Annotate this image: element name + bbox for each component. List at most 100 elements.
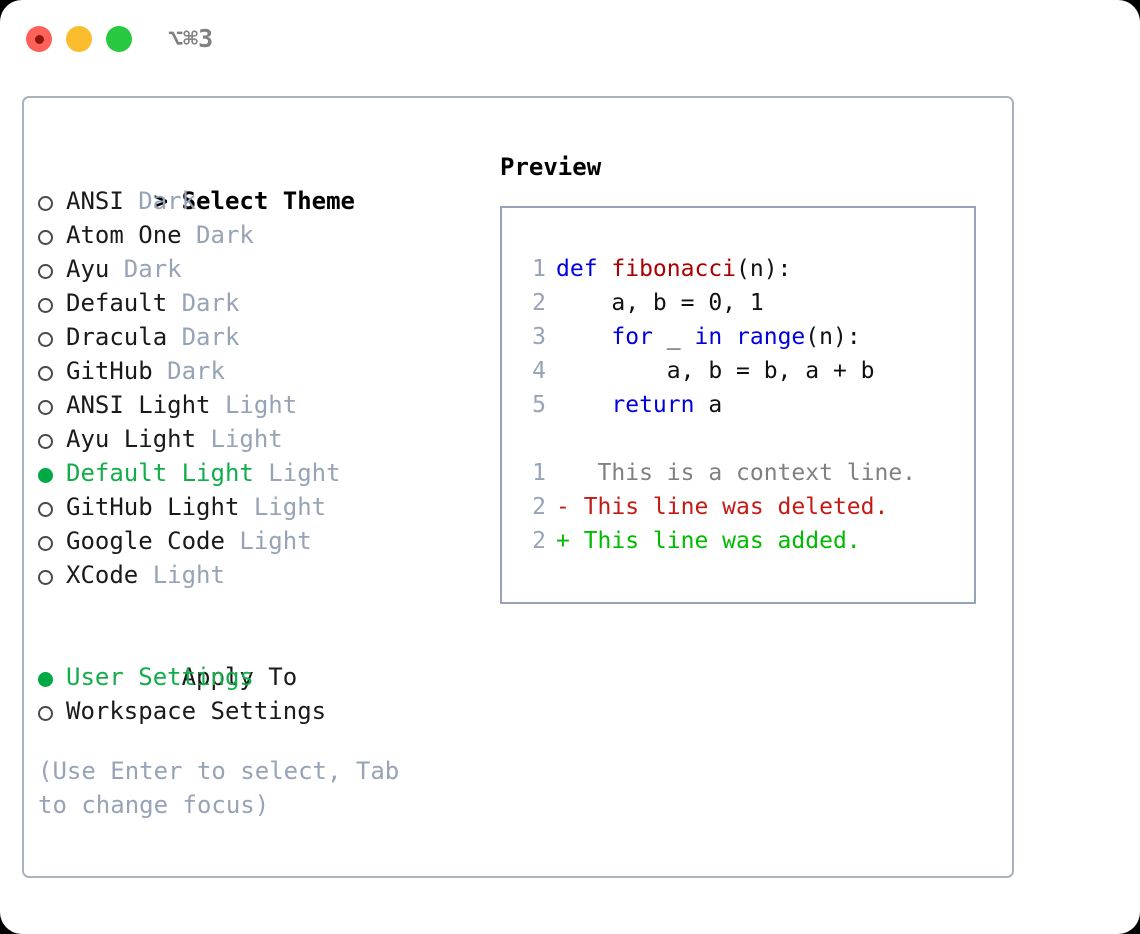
code-token: (n):	[736, 256, 792, 282]
diff-line: 2 + This line was added.	[520, 524, 974, 558]
theme-item[interactable]: Ayu Light Light	[38, 422, 498, 456]
theme-label: Default Light	[66, 459, 254, 487]
theme-label: GitHub Light	[66, 493, 240, 521]
heading-marker: >	[153, 187, 169, 215]
radio-circle-icon	[38, 400, 53, 415]
theme-label: Ayu Light	[66, 425, 197, 453]
theme-label: Atom One	[66, 221, 182, 249]
radio-unselected-icon	[38, 252, 66, 286]
theme-variant-tag: Dark	[152, 357, 225, 385]
theme-item[interactable]: GitHub Dark	[38, 354, 498, 388]
theme-variant-tag: Light	[239, 493, 327, 521]
line-number: 2	[532, 494, 546, 520]
preview-heading: Preview	[500, 153, 602, 181]
radio-circle-icon	[38, 468, 53, 483]
select-theme-heading: > Select Theme	[38, 150, 498, 215]
theme-item[interactable]: ANSI Light Light	[38, 388, 498, 422]
diff-line: 2- This line was deleted.	[520, 490, 974, 524]
apply-to-heading-label: Apply To	[181, 663, 298, 691]
apply-to-item[interactable]: Workspace Settings	[38, 694, 498, 728]
theme-item[interactable]: Atom One Dark	[38, 218, 498, 252]
line-number: 3	[532, 324, 546, 350]
list-spacer	[38, 592, 498, 626]
minimize-window-button[interactable]	[66, 26, 92, 52]
radio-circle-icon	[38, 672, 53, 687]
radio-circle-icon	[38, 366, 53, 381]
diff-line: 1 This is a context line.	[520, 456, 974, 490]
theme-variant-tag: Dark	[181, 221, 254, 249]
code-line: 3 for _ in range(n):	[520, 320, 974, 354]
title-bar: ⌥⌘3	[0, 0, 1140, 78]
line-number: 2	[532, 528, 546, 554]
radio-circle-icon	[38, 230, 53, 245]
diff-sample: 1 This is a context line.2- This line wa…	[520, 456, 974, 558]
radio-unselected-icon	[38, 558, 66, 592]
apply-to-label: User Settings	[66, 663, 254, 691]
radio-circle-icon	[38, 570, 53, 585]
radio-circle-icon	[38, 706, 53, 721]
radio-circle-icon	[38, 332, 53, 347]
theme-item[interactable]: Default Light Light	[38, 456, 498, 490]
radio-circle-icon	[38, 502, 53, 517]
code-token	[556, 324, 611, 350]
theme-item[interactable]: GitHub Light Light	[38, 490, 498, 524]
diff-text: + This line was added.	[556, 528, 861, 554]
theme-variant-tag: Dark	[109, 255, 182, 283]
radio-circle-icon	[38, 264, 53, 279]
radio-unselected-icon	[38, 320, 66, 354]
radio-circle-icon	[38, 536, 53, 551]
apply-to-item[interactable]: User Settings	[38, 660, 498, 694]
theme-item[interactable]: Google Code Light	[38, 524, 498, 558]
radio-selected-icon	[38, 660, 66, 694]
line-number: 4	[532, 358, 546, 384]
theme-variant-tag: Light	[138, 561, 225, 589]
code-token	[722, 324, 736, 350]
radio-unselected-icon	[38, 422, 66, 456]
theme-label: Ayu	[66, 255, 110, 283]
code-token: a, b = b, a + b	[556, 358, 875, 384]
code-token: (n):	[805, 324, 861, 350]
theme-variant-tag: Light	[196, 425, 283, 453]
code-token: in	[694, 324, 723, 350]
apply-to-label: Workspace Settings	[66, 697, 327, 725]
radio-unselected-icon	[38, 184, 66, 218]
theme-variant-tag: Dark	[123, 187, 197, 215]
theme-label: GitHub	[66, 357, 153, 385]
theme-label: Dracula	[66, 323, 168, 351]
theme-item[interactable]: Ayu Dark	[38, 252, 498, 286]
radio-unselected-icon	[38, 388, 66, 422]
radio-unselected-icon	[38, 354, 66, 388]
theme-item[interactable]: ANSI Dark	[38, 184, 498, 218]
radio-unselected-icon	[38, 218, 66, 252]
keyboard-hint: (Use Enter to select, Tab to change focu…	[38, 757, 400, 819]
close-icon	[34, 34, 44, 44]
zoom-window-button[interactable]	[106, 26, 132, 52]
select-theme-heading-label: Select Theme	[181, 187, 355, 215]
code-token	[556, 392, 611, 418]
diff-text: This is a context line.	[556, 460, 917, 486]
radio-unselected-icon	[38, 694, 66, 728]
theme-label: ANSI	[66, 187, 124, 215]
radio-circle-icon	[38, 434, 53, 449]
line-number: 5	[532, 392, 546, 418]
theme-label: Google Code	[66, 527, 225, 555]
theme-variant-tag: Light	[224, 527, 312, 555]
line-number: 2	[532, 290, 546, 316]
code-token: fibonacci	[611, 256, 737, 282]
radio-selected-icon	[38, 456, 66, 490]
line-number: 1	[532, 460, 546, 486]
theme-item[interactable]: XCode Light	[38, 558, 498, 592]
theme-variant-tag: Dark	[167, 323, 240, 351]
close-window-button[interactable]	[26, 26, 52, 52]
theme-item[interactable]: Default Dark	[38, 286, 498, 320]
theme-item[interactable]: Dracula Dark	[38, 320, 498, 354]
code-token: _	[652, 324, 695, 350]
